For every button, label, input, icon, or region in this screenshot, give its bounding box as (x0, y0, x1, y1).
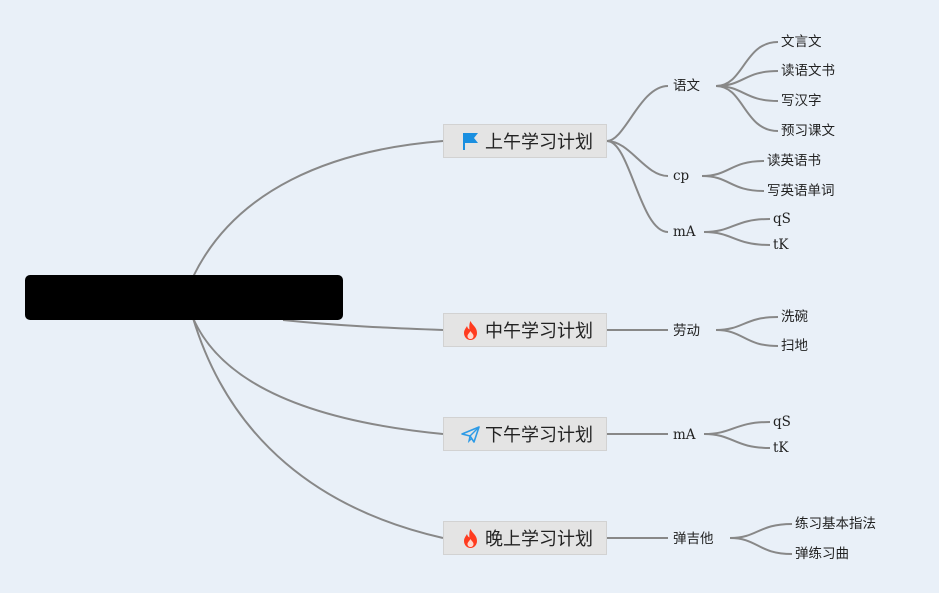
root-connector (282, 319, 444, 331)
leaf-node[interactable]: 练习基本指法 (795, 516, 876, 532)
subtopic-node[interactable]: mA (673, 427, 696, 443)
leaf-node[interactable]: 扫地 (781, 338, 808, 354)
leaf-connector (729, 523, 793, 539)
leaf-connector (701, 175, 765, 192)
leaf-node[interactable]: tK (773, 237, 789, 253)
branch-connector (606, 140, 669, 233)
branch-node-evening[interactable]: 晚上学习计划 (443, 521, 607, 555)
root-connector (192, 317, 444, 539)
leaf-connector (701, 160, 765, 177)
leaf-node[interactable]: qS (773, 211, 791, 227)
branch-connector (606, 140, 669, 177)
subtopic-node[interactable]: mA (673, 224, 696, 240)
flag-icon (460, 131, 481, 152)
leaf-connector (703, 433, 771, 449)
leaf-node[interactable]: 读语文书 (781, 63, 835, 79)
root-connector (192, 140, 444, 278)
leaf-connector (703, 421, 771, 435)
root-connector (192, 317, 444, 435)
subtopic-node[interactable]: cp (673, 168, 690, 184)
subtopic-node[interactable]: 语文 (673, 78, 700, 94)
branch-node-morning[interactable]: 上午学习计划 (443, 124, 607, 158)
leaf-node[interactable]: 洗碗 (781, 309, 808, 325)
fire-icon (460, 320, 481, 341)
branch-connector (606, 85, 669, 142)
subtopic-node[interactable]: 劳动 (673, 323, 700, 339)
leaf-node[interactable]: 写英语单词 (767, 183, 835, 199)
root-node[interactable] (25, 275, 343, 320)
branch-node-noon[interactable]: 中午学习计划 (443, 313, 607, 347)
leaf-connector (703, 218, 771, 233)
branch-label: 中午学习计划 (485, 321, 593, 342)
leaf-connector (715, 329, 779, 347)
leaf-connector (729, 537, 793, 555)
subtopic-node[interactable]: 弹吉他 (673, 531, 714, 547)
leaf-connector (703, 231, 771, 246)
branch-label: 晚上学习计划 (485, 529, 593, 550)
leaf-connector (715, 85, 779, 132)
paper-plane-icon (460, 424, 481, 445)
branch-label: 上午学习计划 (485, 132, 593, 153)
leaf-node[interactable]: 文言文 (781, 34, 822, 50)
leaf-node[interactable]: 读英语书 (767, 153, 821, 169)
leaf-node[interactable]: 写汉字 (781, 93, 822, 109)
branch-node-afternoon[interactable]: 下午学习计划 (443, 417, 607, 451)
leaf-node[interactable]: tK (773, 440, 789, 456)
leaf-connector (715, 41, 779, 87)
leaf-node[interactable]: 弹练习曲 (795, 546, 849, 562)
branch-label: 下午学习计划 (485, 425, 593, 446)
fire-icon (460, 528, 481, 549)
leaf-node[interactable]: qS (773, 414, 791, 430)
leaf-connector (715, 316, 779, 331)
leaf-node[interactable]: 预习课文 (781, 123, 835, 139)
